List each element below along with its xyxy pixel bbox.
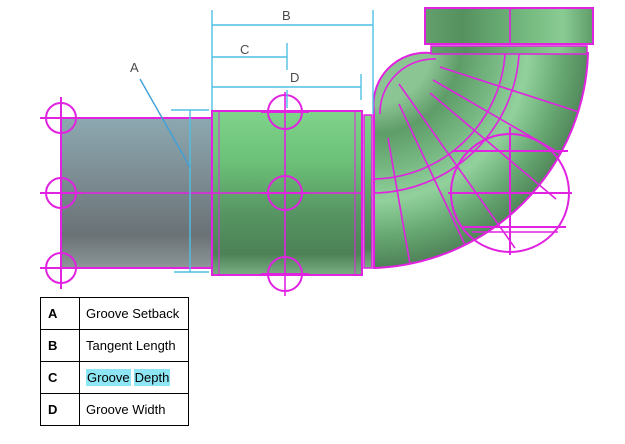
legend-key-d: D [40,393,80,426]
table-row: B Tangent Length [40,329,189,362]
legend-key-a: A [40,297,80,330]
selected-word[interactable]: Groove [86,369,131,386]
dimension-b [211,10,374,114]
table-row: D Groove Width [40,393,189,426]
top-coupling-section [424,7,594,45]
dimension-c [212,43,288,108]
legend-term-tangent-length[interactable]: Tangent Length [79,329,189,362]
dim-label-c: C [240,42,250,57]
legend-key-c: C [40,361,80,394]
groove-end-strip [363,114,373,269]
dim-label-a: A [130,60,139,75]
dimension-d [212,74,362,100]
dim-label-b: B [282,8,291,23]
legend-table: A Groove Setback B Tangent Length C Groo… [40,297,189,426]
table-row: A Groove Setback [40,297,189,330]
coupling-seam-crosshair-markers [261,92,309,296]
top-groove-strip [430,45,588,55]
leader-line-a [139,78,191,168]
dim-label-d: D [290,70,300,85]
intersection-target-circle [448,127,572,255]
legend-term-groove-width[interactable]: Groove Width [79,393,189,426]
legend-term-groove-setback[interactable]: Groove Setback [79,297,189,330]
dimension-lines [139,10,374,273]
legend-key-b: B [40,329,80,362]
elbow-fitting [372,51,590,270]
pipe-end-crosshair-markers [40,97,82,289]
selected-word[interactable]: Depth [133,369,171,386]
dimension-a [139,78,209,273]
